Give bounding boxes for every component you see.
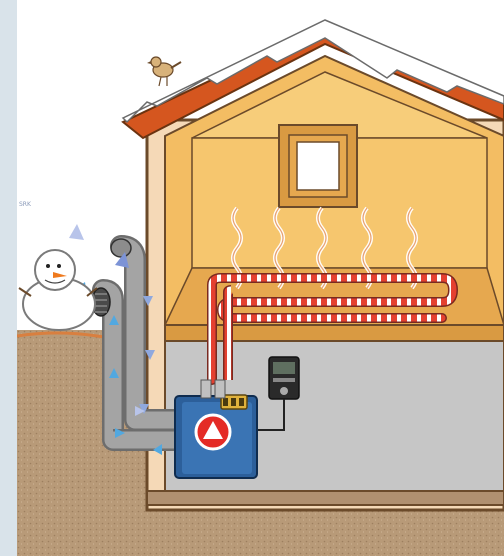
geothermal-heat-pump-illustration: SRK [17, 0, 504, 556]
window-icon [279, 125, 357, 207]
window-frame-left-edge [0, 0, 17, 556]
foundation [147, 491, 504, 505]
watermark: SRK [19, 201, 32, 208]
